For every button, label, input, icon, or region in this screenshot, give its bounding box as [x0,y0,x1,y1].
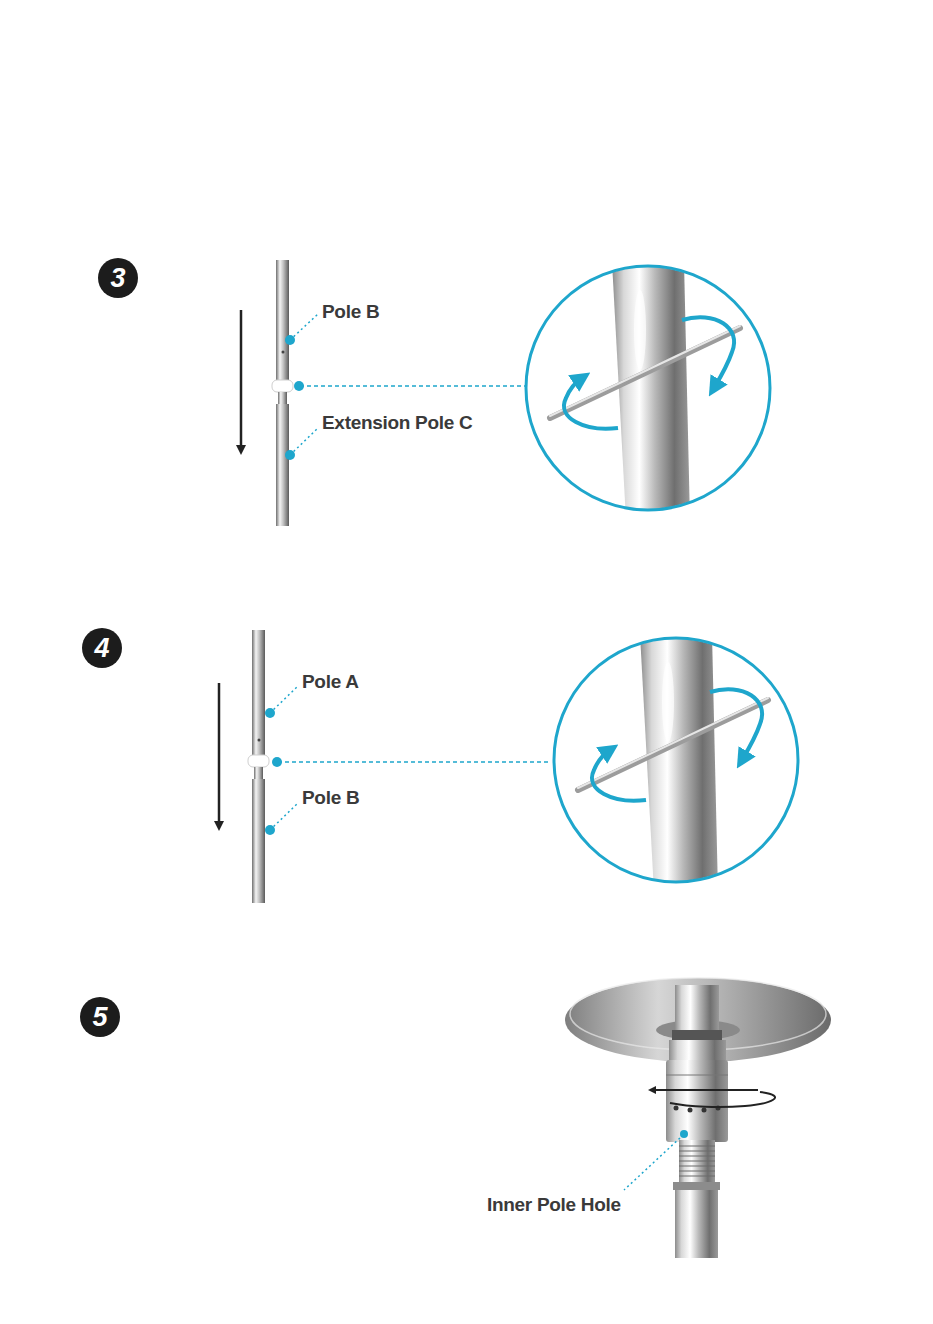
step-number: 4 [94,635,109,662]
step-number-circle: 4 [82,628,122,668]
step-number: 3 [110,265,125,292]
part-label: Pole B [302,788,359,809]
step-number-circle: 3 [98,258,138,298]
part-label: Pole B [322,302,379,323]
step-number: 5 [92,1004,107,1031]
step-number-circle: 5 [80,997,120,1037]
part-label: Pole A [302,672,359,693]
part-label: Extension Pole C [322,413,472,434]
part-label: Inner Pole Hole [487,1195,621,1216]
